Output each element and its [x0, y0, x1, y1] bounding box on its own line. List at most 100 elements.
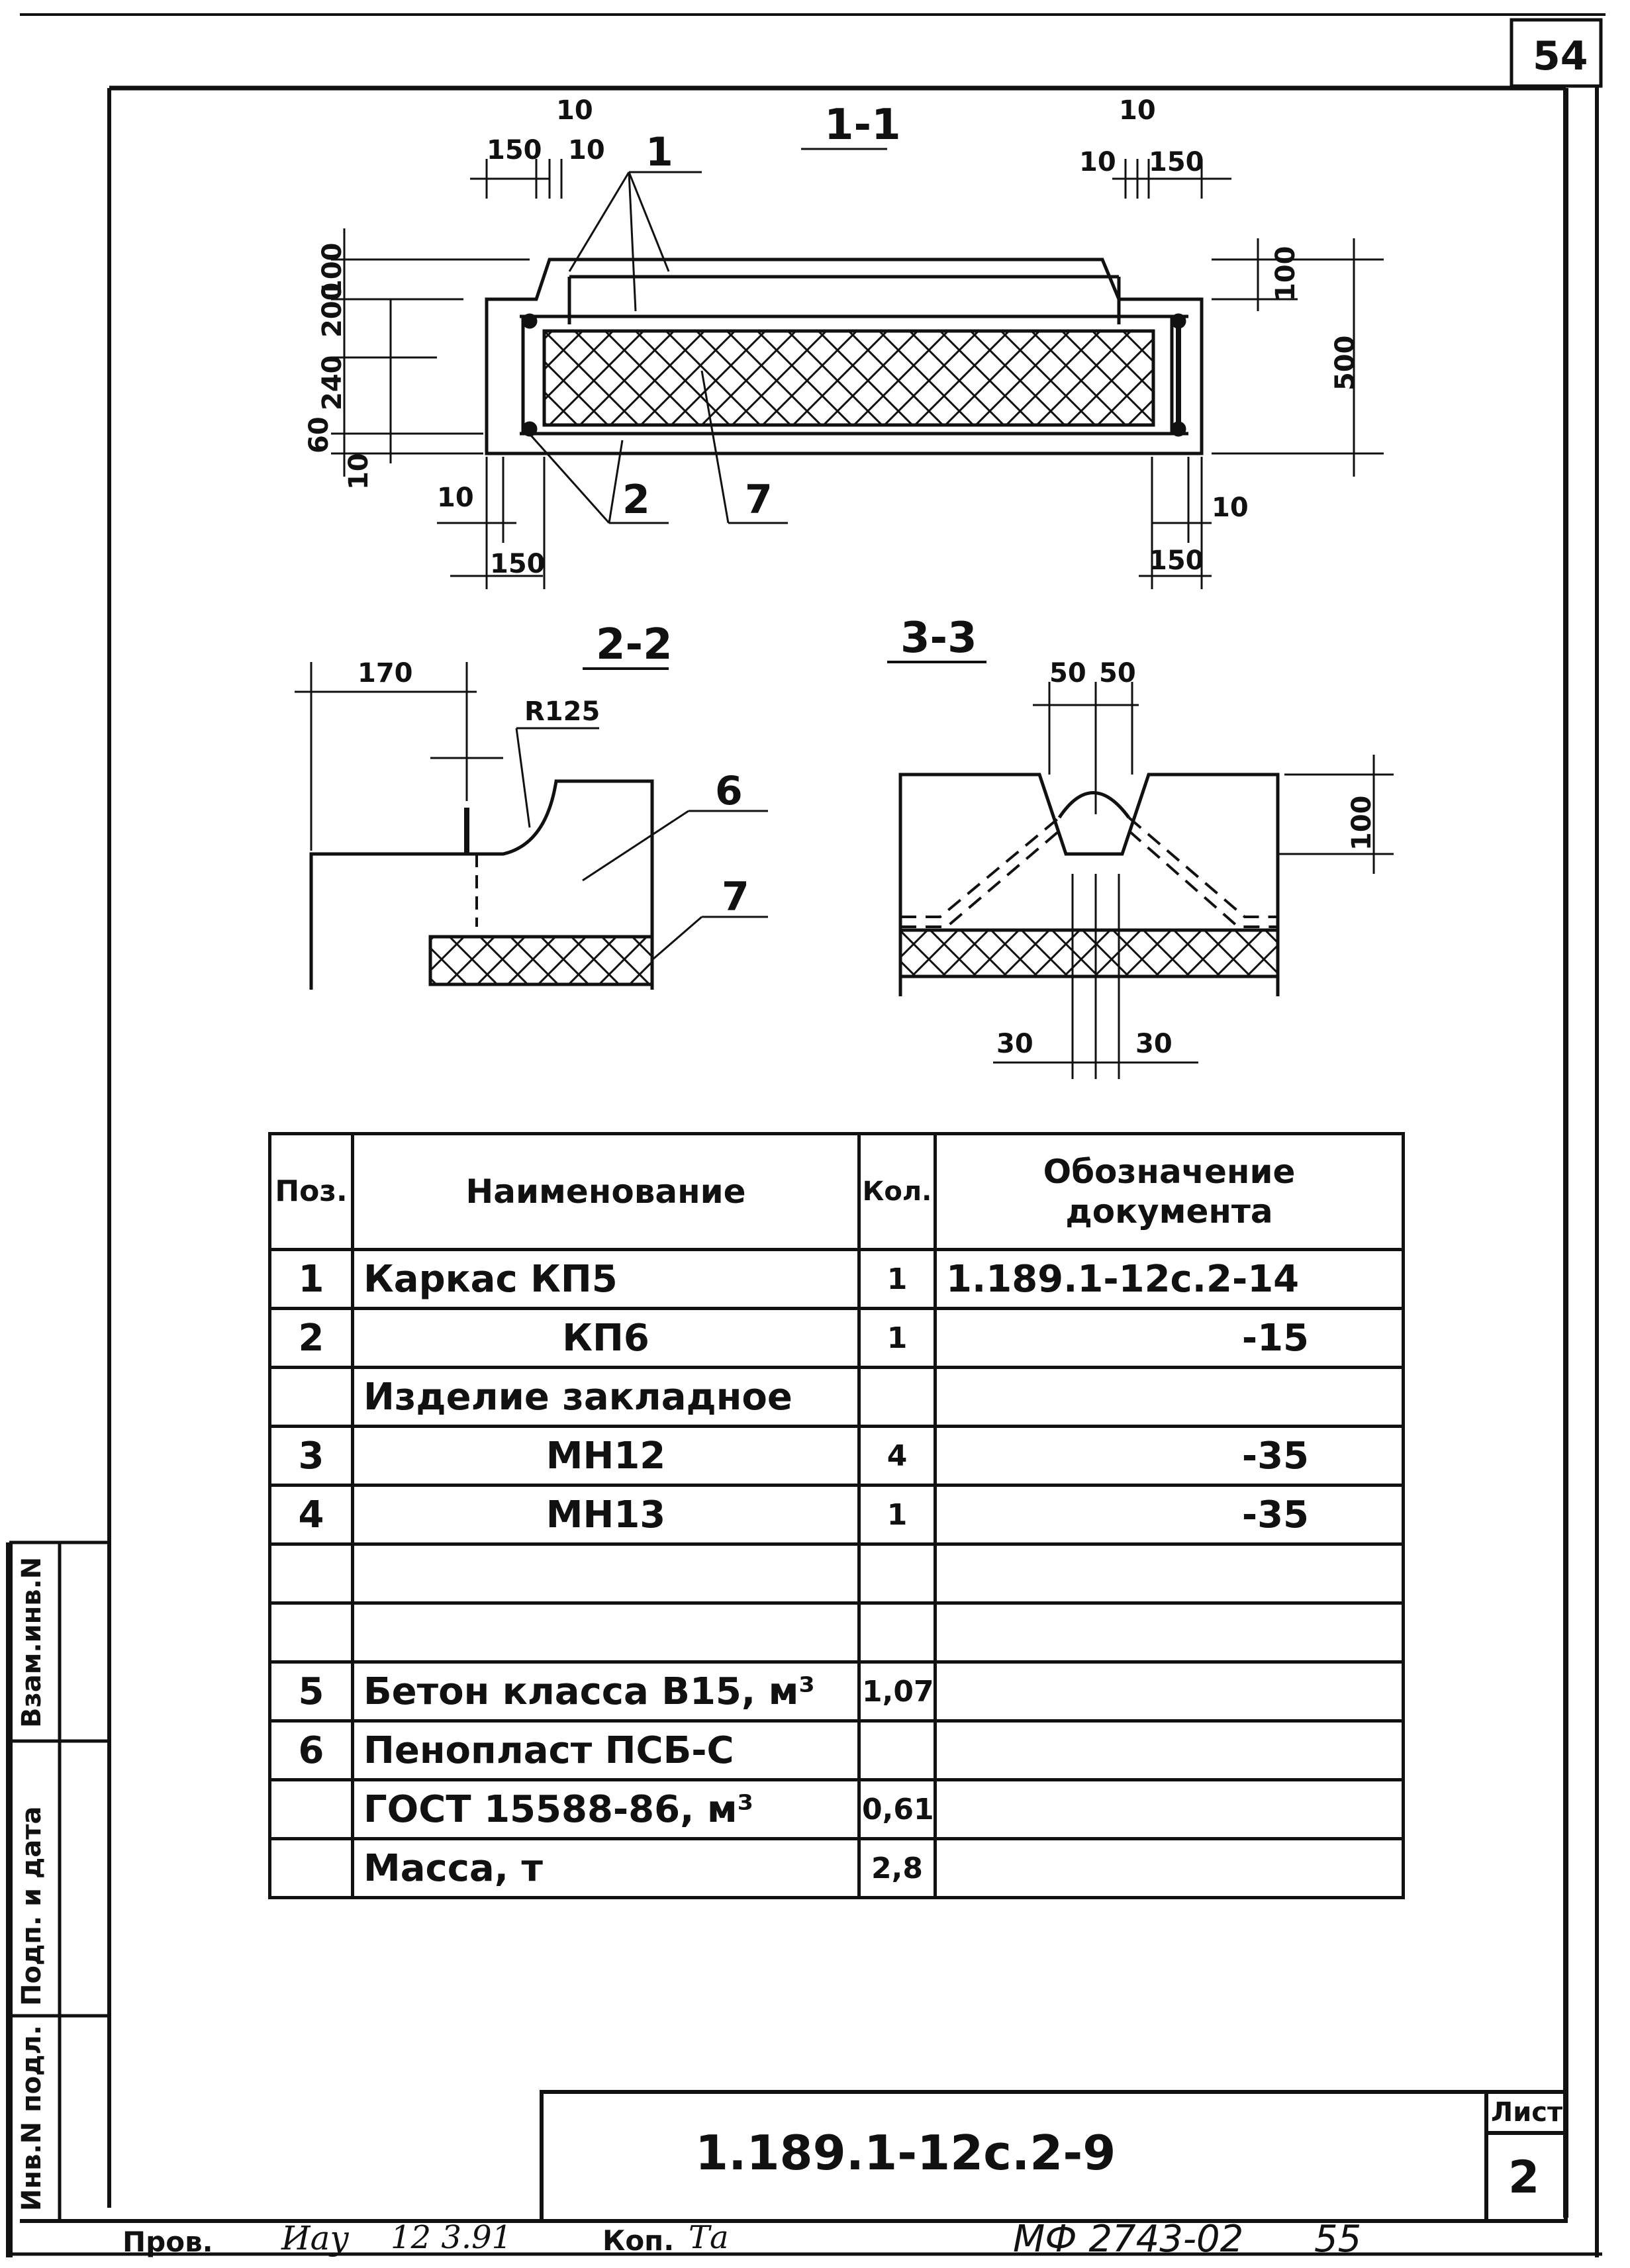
dim-10b: 10: [568, 135, 605, 165]
cell-name: Пенопласт ПСБ-С: [351, 1719, 861, 1781]
cell-name: Каркас КП5: [351, 1248, 861, 1310]
cell-doc: -35: [934, 1484, 1405, 1546]
dim-30a: 30: [996, 1029, 1033, 1059]
footer-page: 55: [1314, 2218, 1362, 2261]
dim-50b: 50: [1099, 658, 1136, 688]
cell-doc: [934, 1542, 1405, 1605]
sheet-number-top: 54: [1533, 33, 1588, 79]
cell-qty: [857, 1601, 937, 1664]
cell-pos: 4: [268, 1484, 354, 1546]
dim-10d: 10: [1079, 147, 1116, 177]
cell-doc: 1.189.1-12с.2-14: [934, 1248, 1405, 1310]
callout-2: 2: [622, 477, 650, 523]
cell-name: Масса, т: [351, 1837, 861, 1899]
dim-200: 200: [317, 283, 348, 338]
cell-doc: -35: [934, 1425, 1405, 1487]
cell-name: ГОСТ 15588-86, м³: [351, 1778, 861, 1840]
footer-archive-number: МФ 2743-02: [1013, 2218, 1244, 2261]
dim-30b: 30: [1135, 1029, 1173, 1059]
dim-500: 500: [1330, 336, 1361, 391]
dim-150a: 150: [487, 135, 542, 165]
cell-name: Изделие закладное: [351, 1366, 861, 1428]
cell-qty: [857, 1366, 937, 1428]
header-doc-line1: Обозначение: [1043, 1153, 1296, 1191]
cell-doc: -15: [934, 1307, 1405, 1369]
cell-pos: [268, 1366, 354, 1428]
cell-name: КП6: [351, 1307, 861, 1369]
dim-100a: 100: [317, 243, 348, 299]
cell-pos: 2: [268, 1307, 354, 1369]
dim-100c: 100: [1347, 796, 1377, 851]
section-title-1-1: 1-1: [824, 101, 901, 150]
cell-pos: [268, 1542, 354, 1605]
dim-50a: 50: [1049, 658, 1086, 688]
dim-240: 240: [317, 355, 348, 411]
footer-date: 12 3.91: [391, 2219, 512, 2256]
dim-60: 60: [304, 416, 334, 453]
footer-signature: Иау: [281, 2219, 350, 2257]
dimension-labels-vertical: 100 200 240 60 10 100 500 100: [304, 243, 1377, 851]
section-titles: 1-1 2-2 3-3: [596, 101, 977, 669]
header-doc-line2: документа: [1065, 1192, 1273, 1231]
callout-numbers: 1 2 7 6 7: [622, 129, 773, 920]
cell-doc: [934, 1719, 1405, 1781]
cell-doc: [934, 1601, 1405, 1664]
cell-name: Бетон класса В15, м³: [351, 1660, 861, 1723]
callout-7b: 7: [722, 874, 749, 920]
cell-pos: 3: [268, 1425, 354, 1487]
section-3-3: [887, 661, 1394, 1079]
dim-10c: 10: [1119, 95, 1156, 126]
cell-qty: 1: [857, 1484, 937, 1546]
label-inv-podl: Инв.N подл.: [17, 2025, 47, 2211]
dim-r125: R125: [524, 696, 600, 727]
table-row: Изделие закладное: [268, 1366, 1405, 1428]
callout-7a: 7: [745, 477, 773, 523]
cell-qty: 2,8: [857, 1837, 937, 1899]
dim-10g: 10: [1212, 493, 1249, 523]
title-sheet-number: 2: [1508, 2151, 1540, 2204]
callout-1: 1: [646, 129, 673, 175]
cell-pos: [268, 1837, 354, 1899]
section-title-2-2: 2-2: [596, 620, 673, 669]
cell-pos: [268, 1778, 354, 1840]
dim-100b: 100: [1270, 246, 1301, 302]
sheet-frame: [6, 13, 1606, 2257]
cell-name: МН13: [351, 1484, 861, 1546]
dim-150d: 150: [1149, 545, 1204, 576]
cell-pos: 5: [268, 1660, 354, 1723]
cell-qty: 1,07: [857, 1660, 937, 1723]
table-header-row: Поз. Наименование Кол. Обозначение докум…: [268, 1132, 1405, 1251]
dim-150c: 150: [490, 549, 546, 579]
cell-pos: 1: [268, 1248, 354, 1310]
callout-6: 6: [715, 768, 743, 814]
dim-10a: 10: [556, 95, 593, 126]
footer-prov: Пров.: [122, 2226, 213, 2258]
cell-qty: [857, 1542, 937, 1605]
section-2-2: [295, 662, 768, 990]
cell-qty: [857, 1719, 937, 1781]
dim-150b: 150: [1149, 147, 1204, 177]
table-row: [268, 1601, 1405, 1664]
cell-doc: [934, 1778, 1405, 1840]
cell-qty: 1: [857, 1248, 937, 1310]
title-sheet-label: Лист: [1491, 2097, 1563, 2128]
header-name: Наименование: [351, 1132, 861, 1251]
cell-doc: [934, 1366, 1405, 1428]
footer-kop-sign: Та: [689, 2219, 729, 2256]
cell-qty: 0,61: [857, 1778, 937, 1840]
cell-name: [351, 1542, 861, 1605]
cell-name: [351, 1601, 861, 1664]
label-vzam-inv: Взам.инв.N: [17, 1556, 47, 1728]
section-1-1: [331, 148, 1384, 589]
title-designation: 1.189.1-12с.2-9: [695, 2125, 1116, 2181]
cell-qty: 4: [857, 1425, 937, 1487]
dim-10f: 10: [437, 483, 474, 513]
cell-qty: 1: [857, 1307, 937, 1369]
